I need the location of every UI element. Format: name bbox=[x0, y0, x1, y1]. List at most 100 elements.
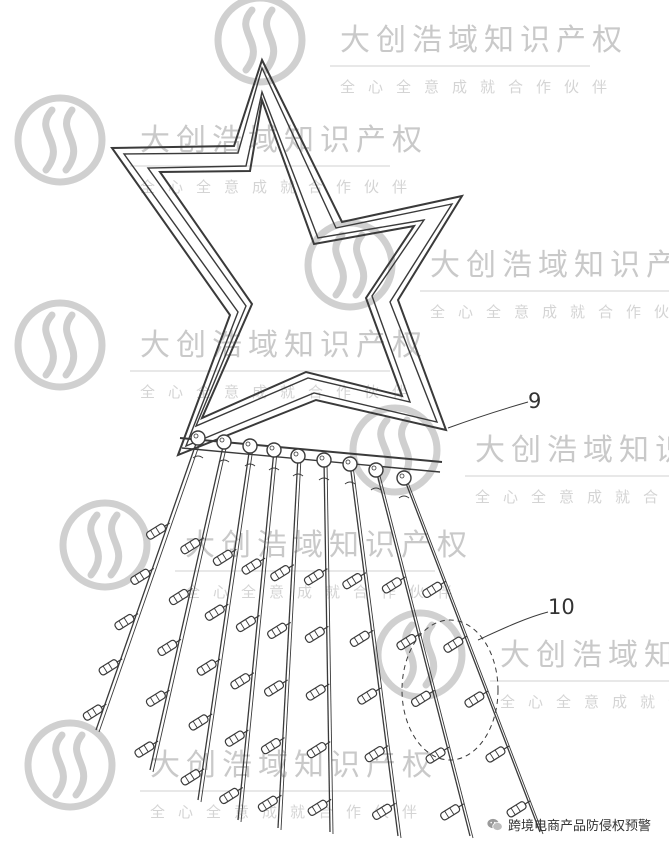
led-bulb bbox=[305, 683, 330, 701]
strand-wire bbox=[403, 477, 541, 833]
watermark-logo bbox=[59, 499, 151, 591]
led-bulb bbox=[349, 629, 374, 647]
led-bulb bbox=[506, 800, 531, 818]
watermark-logo bbox=[349, 404, 441, 496]
star-inner-outline bbox=[158, 96, 417, 420]
led-bulb bbox=[257, 794, 282, 812]
led-bulb bbox=[130, 567, 155, 585]
strand-connector bbox=[368, 462, 384, 478]
light-strand bbox=[180, 438, 258, 803]
led-bulb bbox=[270, 564, 295, 582]
led-bulb bbox=[464, 690, 489, 708]
led-bulb bbox=[224, 729, 249, 747]
led-bulb bbox=[168, 588, 193, 606]
light-strand bbox=[257, 448, 306, 831]
light-strand bbox=[219, 442, 282, 823]
strand-connector bbox=[396, 470, 412, 486]
led-bulb bbox=[485, 745, 510, 763]
light-strands bbox=[82, 430, 544, 839]
strand-wire bbox=[323, 459, 331, 833]
led-bulb bbox=[267, 621, 292, 639]
reference-label-10: 10 bbox=[548, 595, 575, 619]
led-bulb bbox=[342, 572, 367, 590]
led-bulb bbox=[241, 557, 266, 575]
led-bulb bbox=[235, 614, 260, 633]
watermark-brand: 大创浩域知识产权 bbox=[140, 328, 428, 363]
watermark-slogan: 全心全意成就合作伙伴 bbox=[475, 488, 669, 506]
strand-wire bbox=[149, 441, 225, 771]
watermark-slogan: 全心全意成就合作伙伴 bbox=[340, 78, 620, 96]
light-strand bbox=[396, 470, 544, 835]
reference-label-9: 9 bbox=[528, 389, 541, 413]
leader-line-9 bbox=[447, 401, 529, 429]
led-bulb bbox=[230, 672, 255, 690]
led-bulb bbox=[145, 689, 170, 707]
led-bulb bbox=[357, 687, 382, 705]
strand-wire bbox=[406, 479, 544, 835]
led-bulb bbox=[196, 658, 221, 676]
led-bulb bbox=[306, 741, 331, 759]
strand-connector bbox=[216, 434, 232, 450]
strand-connector bbox=[242, 438, 258, 454]
led-bulb bbox=[425, 746, 450, 764]
detail-circle-10 bbox=[401, 619, 499, 761]
strand-wire bbox=[375, 469, 471, 837]
strand-connector bbox=[190, 430, 206, 446]
light-strand bbox=[342, 456, 402, 839]
led-bulb bbox=[304, 625, 329, 643]
led-bulb bbox=[263, 679, 288, 697]
led-bulb bbox=[396, 633, 421, 651]
watermark-logo bbox=[14, 94, 106, 186]
strand-wire bbox=[197, 445, 251, 801]
star-frame bbox=[110, 57, 465, 473]
strand-wire bbox=[352, 465, 402, 839]
led-bulb bbox=[364, 745, 389, 763]
watermark-brand: 大创浩域知识产权 bbox=[430, 248, 669, 283]
wechat-icon bbox=[487, 818, 503, 831]
strand-wire bbox=[280, 457, 302, 831]
led-bulb bbox=[307, 798, 332, 816]
led-bulb bbox=[134, 740, 159, 758]
led-bulb bbox=[260, 737, 285, 755]
light-strand bbox=[134, 434, 232, 773]
strand-wire bbox=[378, 471, 474, 839]
led-bulb bbox=[82, 703, 107, 721]
frame-bottom-bar-edge bbox=[181, 447, 441, 473]
watermark-logo bbox=[304, 219, 396, 311]
watermark-logo bbox=[374, 609, 466, 701]
led-bulb bbox=[219, 786, 244, 805]
led-bulb bbox=[157, 638, 182, 657]
led-bulb bbox=[114, 613, 139, 631]
watermark-logo bbox=[24, 719, 116, 811]
strand-wire bbox=[349, 463, 399, 837]
watermark-slogan: 全心全意成就合作伙伴 bbox=[430, 303, 669, 321]
led-bulb bbox=[145, 522, 170, 540]
strand-wire bbox=[237, 449, 275, 821]
strand-connector bbox=[316, 452, 332, 468]
watermark-brand: 大创浩域知识产权 bbox=[500, 638, 669, 673]
led-bulb bbox=[422, 580, 447, 599]
strand-wire bbox=[240, 451, 278, 823]
strand-wire bbox=[326, 461, 334, 835]
light-strand bbox=[368, 462, 474, 839]
strand-connector bbox=[342, 456, 358, 472]
watermark-slogan: 全心全意成就合作伙伴 bbox=[140, 383, 420, 401]
watermark-brand: 大创浩域知识产权 bbox=[140, 123, 428, 158]
strand-connector bbox=[266, 442, 282, 458]
led-bulb bbox=[98, 658, 123, 676]
led-bulb bbox=[443, 635, 468, 653]
watermark-slogan: 全心全意成就合作伙伴 bbox=[140, 178, 420, 196]
led-bulb bbox=[188, 713, 213, 731]
led-bulb bbox=[371, 802, 396, 820]
strand-wire bbox=[200, 447, 254, 803]
led-bulb bbox=[180, 768, 205, 786]
strand-wire bbox=[152, 443, 228, 773]
light-strand bbox=[303, 452, 334, 835]
star-outer-rail bbox=[122, 65, 454, 448]
